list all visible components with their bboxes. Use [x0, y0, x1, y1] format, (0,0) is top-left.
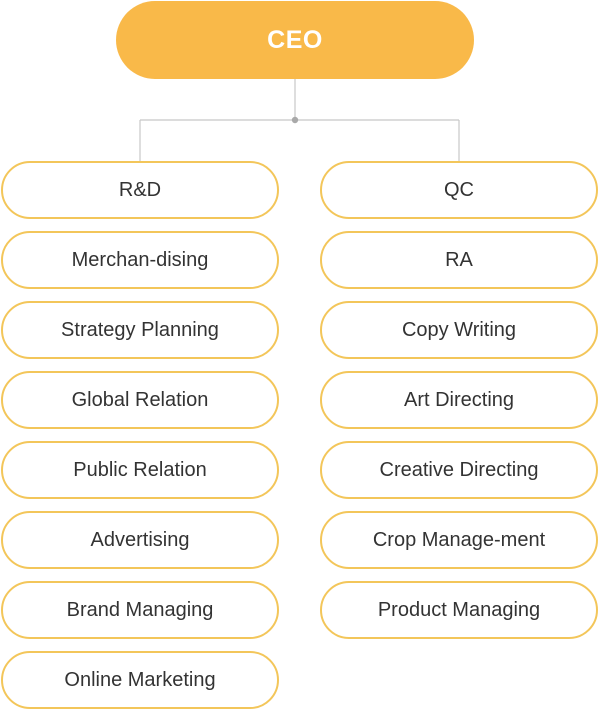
right-department-column: QC RA Copy Writing Art Directing Creativ… — [320, 161, 598, 651]
dept-label: Strategy Planning — [61, 318, 219, 341]
dept-node-copy-writing: Copy Writing — [320, 301, 598, 359]
dept-node-online-marketing: Online Marketing — [1, 651, 279, 709]
dept-node-merchandising: Merchan-dising — [1, 231, 279, 289]
dept-label: Product Managing — [377, 598, 541, 621]
dept-node-creative-directing: Creative Directing — [320, 441, 598, 499]
dept-label: Art Directing — [403, 388, 515, 411]
dept-node-public-relation: Public Relation — [1, 441, 279, 499]
dept-label: Public Relation — [73, 458, 207, 481]
dept-label: Merchan-dising — [71, 248, 209, 271]
dept-label: Online Marketing — [64, 668, 216, 691]
dept-label: Advertising — [90, 528, 190, 551]
dept-node-ra: RA — [320, 231, 598, 289]
dept-label: Brand Managing — [66, 598, 214, 621]
dept-label: R&D — [118, 178, 162, 201]
connector-junction-dot — [291, 116, 299, 124]
dept-label: Copy Writing — [401, 318, 517, 341]
dept-label: Crop Manage-ment — [372, 528, 546, 551]
dept-node-strategy-planning: Strategy Planning — [1, 301, 279, 359]
dept-node-brand-managing: Brand Managing — [1, 581, 279, 639]
ceo-node: CEO — [116, 1, 474, 79]
ceo-label: CEO — [267, 25, 323, 54]
dept-label: Global Relation — [71, 388, 209, 411]
dept-node-advertising: Advertising — [1, 511, 279, 569]
dept-node-rnd: R&D — [1, 161, 279, 219]
dept-label: QC — [444, 178, 474, 201]
dept-node-qc: QC — [320, 161, 598, 219]
dept-label: RA — [445, 248, 473, 271]
dept-node-product-managing: Product Managing — [320, 581, 598, 639]
left-department-column: R&D Merchan-dising Strategy Planning Glo… — [1, 161, 279, 721]
dept-label: Creative Directing — [379, 458, 539, 481]
dept-node-crop-management: Crop Manage-ment — [320, 511, 598, 569]
dept-node-global-relation: Global Relation — [1, 371, 279, 429]
dept-node-art-directing: Art Directing — [320, 371, 598, 429]
